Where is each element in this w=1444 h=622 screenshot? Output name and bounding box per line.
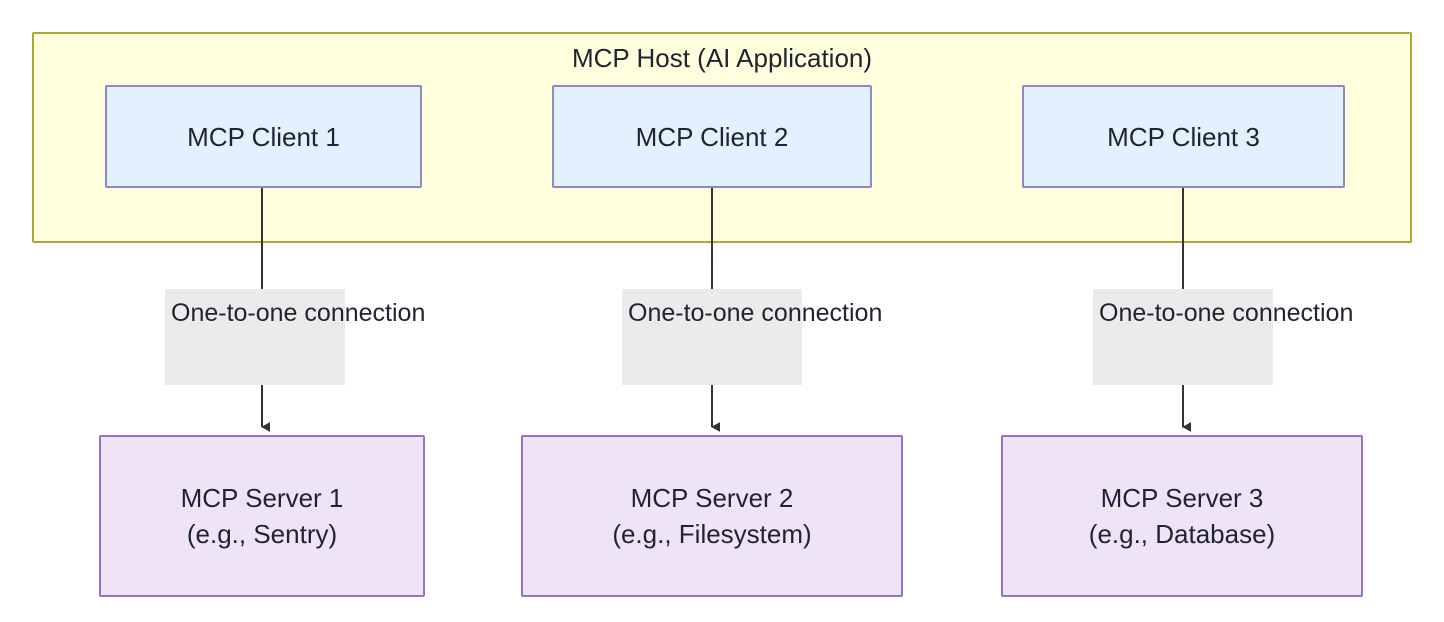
node-label: MCP Client 1: [187, 121, 340, 152]
node-mcp-client-2[interactable]: MCP Client 2: [552, 85, 872, 188]
edge-label-line-1: One-to-one: [628, 299, 755, 327]
edge-label-client3-server3: One-to-one connection: [1093, 289, 1353, 385]
node-label: MCP Client 2: [635, 121, 789, 152]
node-label: MCP Client 3: [1107, 121, 1260, 152]
edge-label-line-2: connection: [1232, 299, 1354, 327]
node-sublabel: (e.g., Database): [1088, 519, 1276, 549]
node-mcp-server-1[interactable]: MCP Server 1 (e.g., Sentry): [99, 435, 425, 597]
edge-label-line-1: One-to-one: [1099, 299, 1226, 327]
edge-label-line-2: connection: [304, 299, 426, 327]
node-mcp-server-2[interactable]: MCP Server 2 (e.g., Filesystem): [521, 435, 903, 597]
node-label: MCP Server 2: [630, 483, 794, 513]
node-sublabel: (e.g., Sentry): [186, 519, 338, 549]
mcp-host-title: MCP Host (AI Application): [571, 43, 873, 73]
node-mcp-client-1[interactable]: MCP Client 1: [105, 85, 422, 188]
edge-label-line-2: connection: [761, 299, 883, 327]
edge-label-client1-server1: One-to-one connection: [165, 289, 425, 385]
node-mcp-client-3[interactable]: MCP Client 3: [1022, 85, 1345, 188]
node-mcp-server-3[interactable]: MCP Server 3 (e.g., Database): [1001, 435, 1363, 597]
edge-label-line-1: One-to-one: [171, 299, 298, 327]
node-sublabel: (e.g., Filesystem): [612, 519, 812, 549]
edge-label-client2-server2: One-to-one connection: [622, 289, 882, 385]
node-label: MCP Server 3: [1100, 483, 1264, 513]
node-label: MCP Server 1: [180, 483, 344, 513]
